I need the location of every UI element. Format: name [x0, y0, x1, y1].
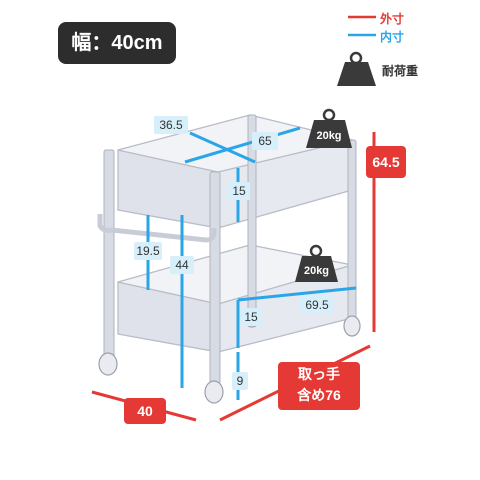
legend-outer-label: 外寸	[380, 12, 405, 26]
dim-top-width: 65	[252, 132, 278, 150]
dim-front-height-total: 44	[170, 256, 194, 274]
dim-top-height: 15	[228, 182, 250, 200]
dim-bottom-height: 15	[240, 308, 262, 326]
dim-bottom-width: 69.5	[300, 296, 334, 314]
load-legend-label: 耐荷重	[382, 64, 419, 78]
dim-outer-depth: 40	[124, 398, 166, 424]
weight-icon	[295, 51, 376, 282]
dim-outer-width-with-handle: 取っ手 含め76	[278, 362, 360, 410]
top-load: 20kg	[306, 130, 352, 146]
dim-outer-width-line2: 含め76	[297, 387, 341, 403]
dim-top-depth: 36.5	[154, 116, 188, 134]
legend-outer: 外寸	[346, 10, 404, 27]
dim-front-height-upper: 19.5	[134, 242, 162, 260]
bottom-load: 20kg	[295, 265, 338, 281]
inner-dimension-arrows	[146, 126, 357, 400]
dim-clearance: 9	[232, 372, 248, 390]
dim-outer-height: 64.5	[366, 146, 406, 178]
load-legend: 耐荷重	[336, 50, 456, 90]
legend-inner: 内寸	[346, 28, 404, 45]
dim-outer-width-line1: 取っ手	[298, 366, 340, 382]
legend-inner-label: 内寸	[380, 30, 405, 44]
bottom-load-label: 20kg	[303, 265, 330, 277]
width-badge: 幅：40cm	[58, 22, 176, 64]
top-load-label: 20kg	[316, 130, 342, 142]
